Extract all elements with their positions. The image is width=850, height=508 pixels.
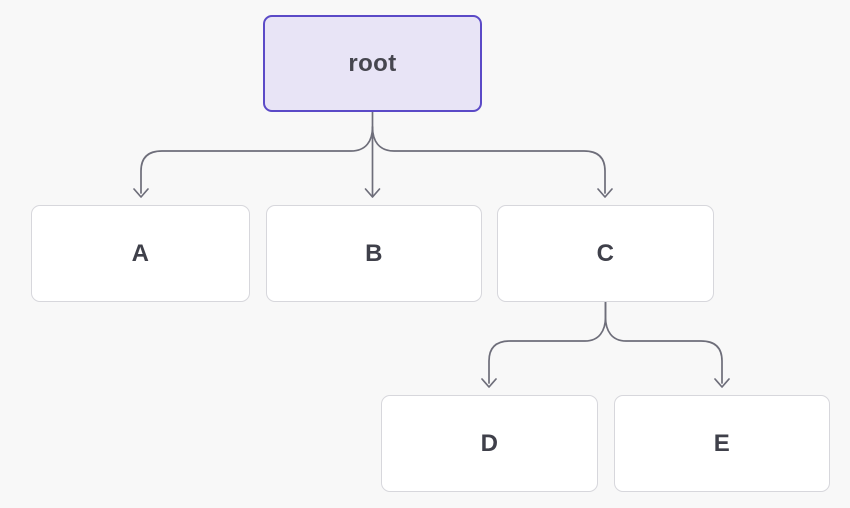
- edge-line: [371, 126, 606, 194]
- node-label: E: [713, 429, 731, 457]
- node-d: D: [381, 395, 598, 492]
- arrowhead-icon: [481, 378, 497, 388]
- edge-line: [140, 126, 374, 194]
- edge-root-a: [133, 126, 374, 198]
- arrowhead-icon: [714, 378, 730, 388]
- arrowhead-icon: [597, 188, 613, 198]
- node-root: root: [263, 15, 482, 112]
- edge-root-b: [364, 111, 381, 198]
- node-a: A: [31, 205, 250, 302]
- node-e: E: [614, 395, 830, 492]
- node-b: B: [266, 205, 482, 302]
- edge-c-e: [604, 301, 730, 388]
- node-label: B: [365, 239, 383, 267]
- node-label: C: [596, 239, 615, 267]
- edge-c-d: [481, 301, 607, 388]
- edge-line: [488, 301, 607, 384]
- node-label: A: [131, 239, 150, 267]
- node-label: root: [348, 49, 397, 77]
- edge-line: [604, 301, 723, 384]
- node-label: D: [480, 429, 499, 457]
- arrowhead-icon: [133, 188, 149, 198]
- edge-root-c: [371, 126, 613, 198]
- node-c: C: [497, 205, 714, 302]
- arrowhead-icon: [364, 188, 381, 198]
